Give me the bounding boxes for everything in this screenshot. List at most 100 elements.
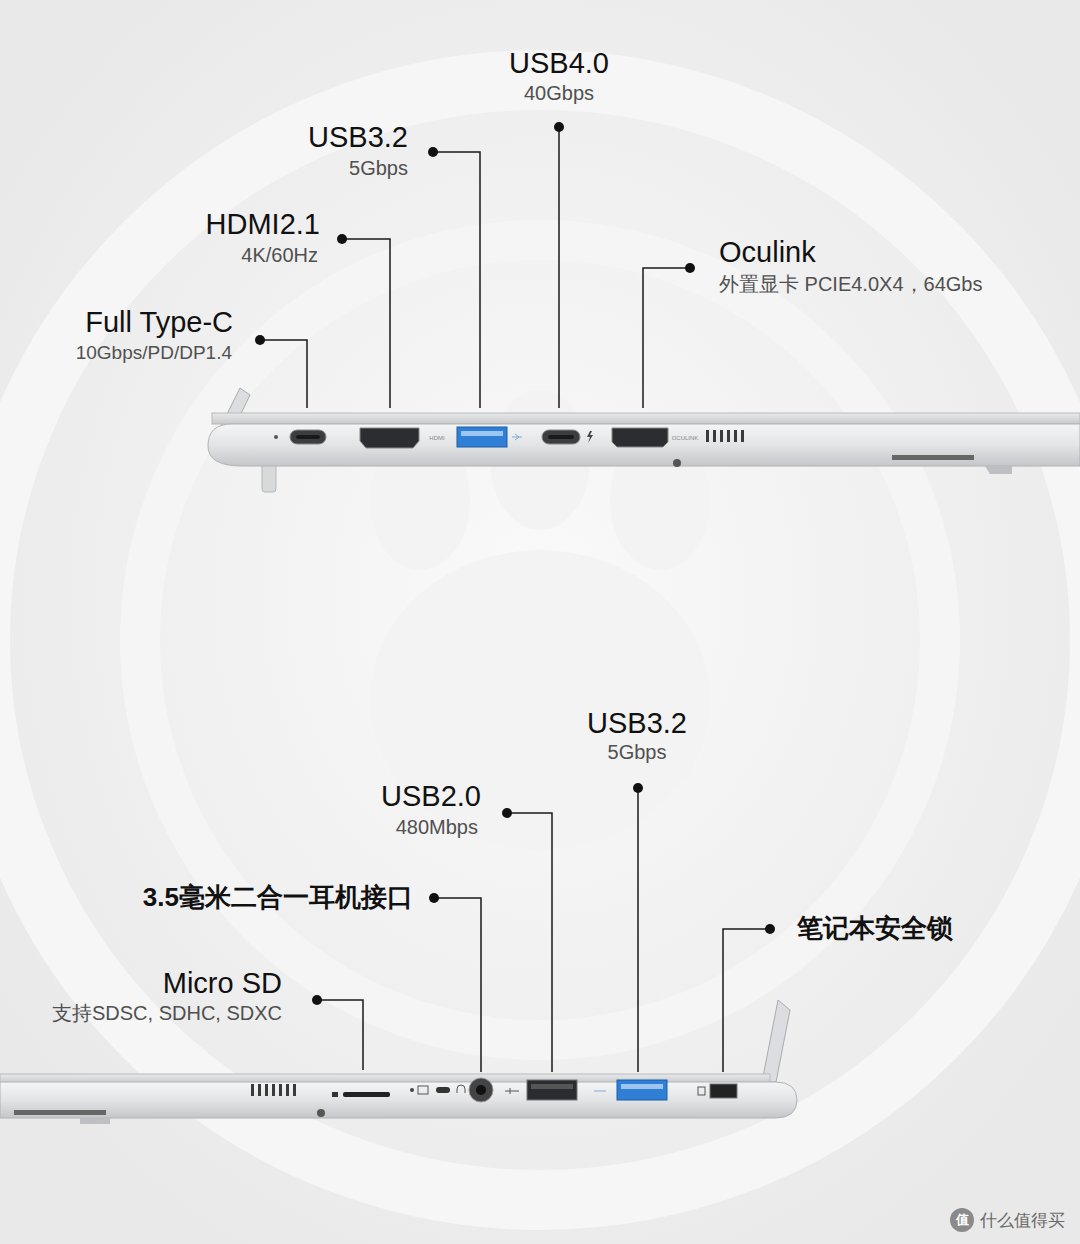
leader-dots-top-part	[685, 263, 695, 273]
laptop-left-side-part-part	[251, 1084, 254, 1096]
chassis-print: OCULINK	[672, 435, 699, 442]
laptop-right-side-part	[274, 435, 278, 439]
laptop-left-side-part	[14, 1110, 106, 1115]
laptop-right-side-part	[290, 430, 326, 444]
laptop-right-side-part	[296, 435, 320, 439]
port-speed: 5Gbps	[349, 157, 408, 179]
laptop-right-side-part	[461, 431, 503, 436]
port-spec: 10Gbps/PD/DP1.4	[76, 343, 232, 364]
port-spec: 支持SDSC, SDHC, SDXC	[52, 1002, 282, 1024]
leader-dots-top-part	[337, 234, 347, 244]
laptop-left-side-part	[251, 1084, 296, 1096]
port-name: 笔记本安全锁	[797, 914, 953, 943]
port-name: 3.5毫米二合一耳机接口	[143, 883, 413, 912]
background-part	[370, 550, 710, 850]
laptop-left-side-part	[531, 1084, 573, 1089]
laptop-left-side-part	[476, 1085, 486, 1095]
port-name: Micro SD	[163, 968, 282, 1000]
leader-dots-bottom-part	[765, 924, 775, 934]
leader-lines-top-part	[558, 127, 560, 408]
laptop-left-side-part-part	[293, 1084, 296, 1096]
leader-dots-top-part	[255, 335, 265, 345]
laptop-right-side-part	[612, 428, 668, 447]
laptop-right-side	[208, 388, 1080, 492]
laptop-left-side-part	[436, 1087, 450, 1093]
laptop-left-side-part	[80, 1118, 110, 1124]
leader-dots-bottom-part	[312, 995, 322, 1005]
leader-lines-bottom-part	[317, 1000, 363, 1070]
laptop-left-side-part	[343, 1092, 390, 1097]
port-name: USB3.2	[587, 708, 687, 740]
laptop-left-side-part	[418, 1086, 428, 1094]
leader-lines-bottom	[317, 788, 770, 1072]
leader-lines-top-part	[433, 152, 480, 408]
port-speed: 5Gbps	[608, 741, 667, 763]
port-name: HDMI2.1	[206, 209, 320, 241]
laptop-left-side-part-part	[279, 1084, 282, 1096]
laptop-right-side-part	[706, 430, 744, 442]
port-name: USB2.0	[381, 781, 481, 813]
laptop-right-side-part-part	[727, 430, 730, 442]
laptop-right-side-part	[673, 459, 681, 467]
port-spec: 外置显卡 PCIE4.0X4，64Gbs	[719, 273, 982, 295]
laptop-right-side-part-part	[892, 455, 974, 460]
leader-dots-top-part	[554, 122, 564, 132]
laptop-left-side-part	[317, 1109, 325, 1117]
laptop-right-side-part-part	[734, 430, 737, 442]
laptop-left-side-part	[469, 1078, 493, 1102]
chassis-print: HDMI	[429, 435, 444, 442]
laptop-left-side-part	[410, 1088, 414, 1092]
laptop-right-side-part-part	[720, 430, 723, 442]
laptop-left-side-part	[0, 1082, 797, 1118]
watermark: 什么值得买	[980, 1212, 1065, 1231]
leader-dots-top	[255, 122, 695, 345]
laptop-left-side-part	[762, 1000, 790, 1082]
laptop-right-side-part	[208, 424, 1080, 466]
leader-lines-bottom-part	[637, 788, 639, 1072]
laptop-right-side-part	[548, 435, 574, 439]
watermark-logo	[950, 1208, 974, 1232]
laptop-right-side-part	[892, 455, 974, 460]
watermark-logo-part	[950, 1208, 974, 1232]
port-name: USB3.2	[308, 122, 408, 154]
laptop-right-side-part	[587, 431, 593, 443]
leader-lines-top	[260, 127, 690, 408]
port-spec: 4K/60Hz	[241, 244, 318, 266]
laptop-right-side-part	[985, 466, 1012, 474]
laptop-left-side-part-part	[265, 1084, 268, 1096]
laptop-left-side-part	[457, 1085, 465, 1093]
laptop-left-side-part	[621, 1084, 663, 1089]
laptop-right-side-part-part	[706, 430, 709, 442]
laptop-left-side-part	[332, 1092, 338, 1097]
watermark-logo-text: 值	[956, 1213, 969, 1227]
laptop-left-side-part	[527, 1080, 577, 1100]
laptop-left-side-part	[594, 1091, 606, 1092]
leader-dots-bottom-part	[429, 893, 439, 903]
leader-lines-top-part	[260, 340, 307, 408]
laptop-left-side-part	[617, 1080, 667, 1100]
leader-lines-top-part	[342, 239, 390, 408]
laptop-right-side-part	[212, 413, 1080, 424]
laptop-left-side-part	[698, 1087, 705, 1095]
leader-lines-top-part	[643, 268, 690, 408]
laptop-left-side	[0, 1000, 797, 1124]
port-speed: 40Gbps	[524, 82, 594, 104]
laptop-right-side-part-part	[741, 430, 744, 442]
port-name: Oculink	[719, 237, 816, 269]
laptop-right-side-part	[360, 428, 419, 448]
laptop-right-side-part	[542, 430, 580, 444]
leader-dots-top-part	[428, 147, 438, 157]
leader-lines-bottom-part	[434, 898, 481, 1072]
laptop-left-side-part-part	[286, 1084, 289, 1096]
port-name: USB4.0	[509, 48, 609, 80]
laptop-left-side-part-part	[272, 1084, 275, 1096]
leader-dots-bottom-part	[502, 808, 512, 818]
leader-lines-bottom-part	[723, 929, 770, 1072]
laptop-left-side-part	[710, 1084, 737, 1098]
leader-dots-bottom-part	[633, 783, 643, 793]
port-name: Full Type-C	[85, 307, 233, 339]
laptop-right-side-part-part	[713, 430, 716, 442]
